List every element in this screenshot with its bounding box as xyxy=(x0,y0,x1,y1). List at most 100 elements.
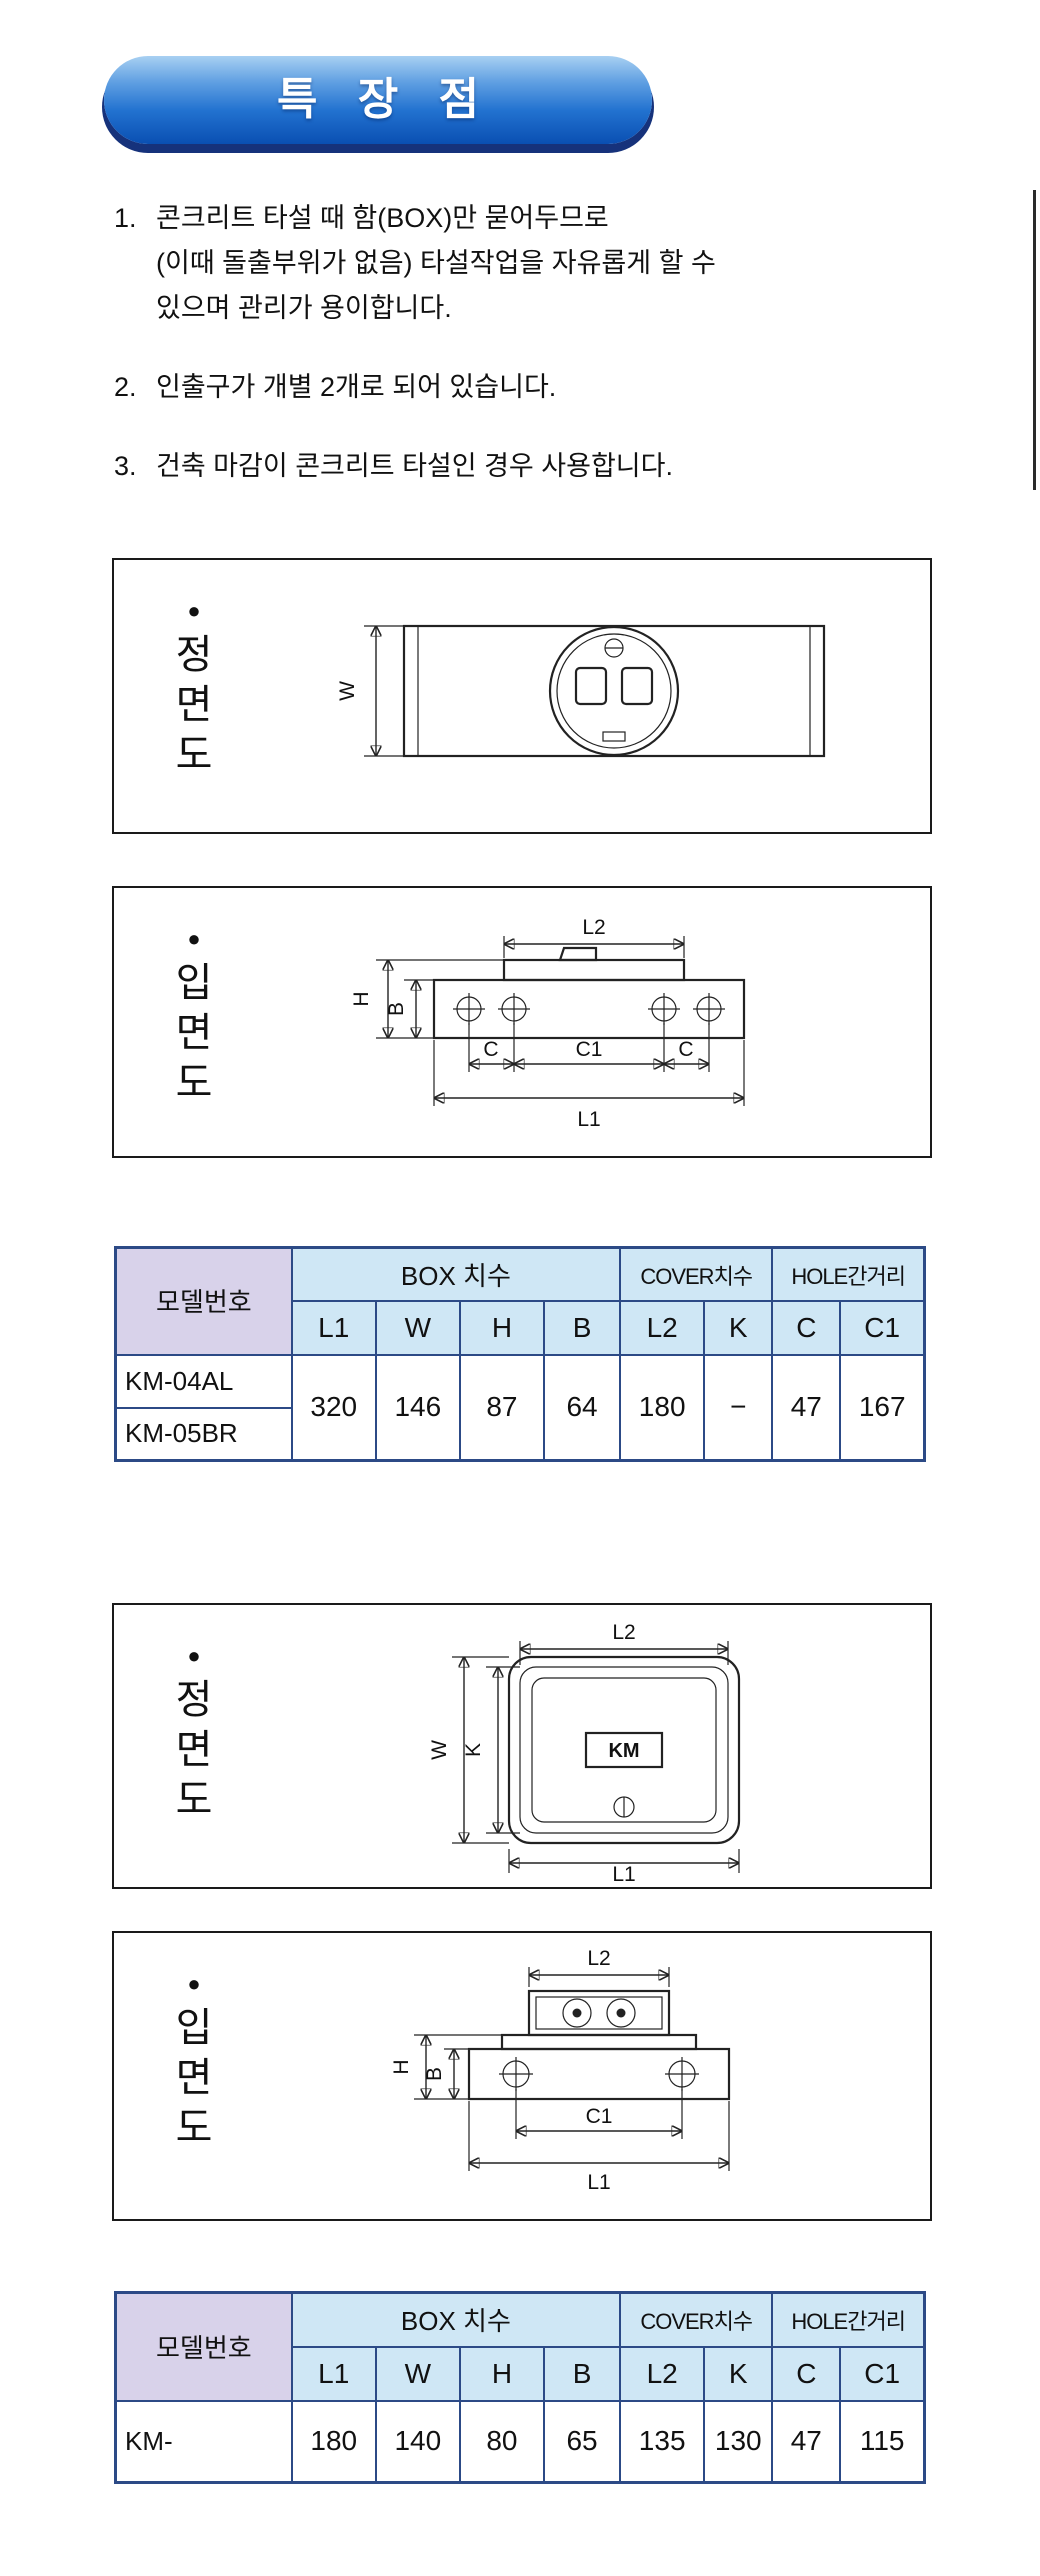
dim-label-c-right: C xyxy=(678,1038,693,1061)
view-label: 정면도 xyxy=(175,1678,213,1822)
spec-table-2: 모델번호 BOX 치수 COVER치수 HOLE간거리 L1 W H B L2 … xyxy=(114,2291,926,2484)
col-header-b: B xyxy=(542,1299,622,1356)
dimension-b: B xyxy=(423,2048,469,2099)
value-l2: 135 xyxy=(619,2399,706,2484)
col-header-b: B xyxy=(542,2345,622,2402)
bullet-icon: ● xyxy=(187,598,201,623)
feature-item-2: 2. 인출구가 개별 2개로 되어 있습니다. xyxy=(114,365,924,410)
dimension-l2: L2 xyxy=(519,1621,729,1665)
hole-dist-header: HOLE간거리 xyxy=(771,1246,926,1302)
value-c1: 115 xyxy=(839,2399,926,2484)
dimension-w: W xyxy=(336,625,404,757)
value-l2: 180 xyxy=(619,1353,706,1462)
feature-line: 콘크리트 타설 때 함(BOX)만 묻어두므로 xyxy=(156,203,609,233)
dimension-l2: L2 xyxy=(528,1947,670,1987)
col-header-c1: C1 xyxy=(839,2345,926,2402)
cover-block xyxy=(527,1989,671,2037)
view-label: 입면도 xyxy=(175,961,213,1105)
front-view-drawing-2: L2 KM W K xyxy=(428,1621,741,1883)
value-l1: 180 xyxy=(290,2399,377,2484)
box-dim-header: BOX 치수 xyxy=(290,2291,622,2348)
elevation-drawing-2: L2 xyxy=(390,1947,731,2194)
value-w: 146 xyxy=(374,1353,461,1462)
view-label-block: ● 정면도 xyxy=(162,600,226,780)
elevation-drawing-1: L2 xyxy=(350,916,746,1131)
feature-line: 건축 마감이 콘크리트 타설인 경우 사용합니다. xyxy=(156,451,673,481)
feature-line: (이때 돌출부위가 없음) 타설작업을 자유롭게 할 수 xyxy=(156,248,716,278)
round-cover-opening xyxy=(548,625,680,757)
brand-mark: KM xyxy=(608,1740,639,1762)
feature-title-label: 특 장 점 xyxy=(277,75,493,124)
dim-label-k: K xyxy=(462,1743,485,1757)
diagram-panel-front-view-1: ● 정면도 xyxy=(112,558,932,834)
feature-number: 2. xyxy=(114,372,137,402)
feature-item-1: 1. 콘크리트 타설 때 함(BOX)만 묻어두므로 (이때 돌출부위가 없음)… xyxy=(114,196,924,331)
cover-plate xyxy=(502,946,686,982)
model-name-cell: KM-05BR xyxy=(114,1406,293,1462)
feature-line: 있으며 관리가 용이합니다. xyxy=(156,293,452,323)
col-header-l1: L1 xyxy=(290,2345,377,2402)
dim-label-w: W xyxy=(336,681,359,701)
value-l1: 320 xyxy=(290,1353,377,1462)
dimension-h: H xyxy=(350,959,504,1039)
features-list: 1. 콘크리트 타설 때 함(BOX)만 묻어두므로 (이때 돌출부위가 없음)… xyxy=(114,196,924,523)
view-label: 정면도 xyxy=(175,633,213,777)
value-h: 87 xyxy=(458,1353,545,1462)
feature-item-3: 3. 건축 마감이 콘크리트 타설인 경우 사용합니다. xyxy=(114,444,924,489)
value-b: 64 xyxy=(542,1353,622,1462)
value-k: − xyxy=(703,1353,774,1462)
dimension-c1: C1 xyxy=(515,2089,683,2139)
feature-line: 인출구가 개별 2개로 되어 있습니다. xyxy=(156,372,557,402)
bullet-icon: ● xyxy=(187,1971,201,1996)
dim-label-c1: C1 xyxy=(576,1038,603,1061)
value-k: 130 xyxy=(703,2399,774,2484)
col-header-c1: C1 xyxy=(839,1299,926,1356)
view-label-block: ● 입면도 xyxy=(162,1973,226,2153)
dim-label-l2: L2 xyxy=(587,1947,610,1970)
dim-label-c-left: C xyxy=(483,1038,498,1061)
box-dim-header: BOX 치수 xyxy=(290,1246,622,1302)
page-edge-line xyxy=(1033,190,1036,490)
col-header-c: C xyxy=(771,2345,842,2402)
dim-label-h: H xyxy=(350,991,373,1006)
hole-dist-header: HOLE간거리 xyxy=(771,2291,926,2348)
col-header-k: K xyxy=(703,2345,774,2402)
dim-label-c1: C1 xyxy=(586,2105,613,2128)
dimension-c-c1-c: C C1 C xyxy=(468,1023,710,1072)
value-c: 47 xyxy=(771,1353,842,1462)
col-header-l1: L1 xyxy=(290,1299,377,1356)
view-label-block: ● 정면도 xyxy=(162,1645,226,1825)
value-w: 140 xyxy=(374,2399,461,2484)
base-plate-and-body xyxy=(467,2033,731,2101)
dim-label-l2: L2 xyxy=(582,916,605,939)
dimension-h: H xyxy=(390,2034,502,2100)
diagram-panel-elevation-1: ● 입면도 L2 xyxy=(112,886,932,1158)
cover-box-outline: KM xyxy=(507,1655,741,1845)
dim-label-w: W xyxy=(428,1740,451,1760)
bullet-icon: ● xyxy=(187,926,201,951)
dimension-l2: L2 xyxy=(503,916,685,958)
col-header-c: C xyxy=(771,1299,842,1356)
model-name-cell: KM- xyxy=(114,2399,293,2484)
value-b: 65 xyxy=(542,2399,622,2484)
bullet-icon: ● xyxy=(187,1643,201,1668)
dimension-b: B xyxy=(385,979,434,1038)
feature-title-badge: 특 장 점 xyxy=(104,56,652,144)
value-c1: 167 xyxy=(839,1353,926,1462)
front-view-drawing-1: W xyxy=(336,624,826,758)
dim-label-b: B xyxy=(423,2067,446,2081)
value-h: 80 xyxy=(458,2399,545,2484)
model-number-header: 모델번호 xyxy=(114,1246,293,1356)
dim-label-l1: L1 xyxy=(587,2171,610,2194)
col-header-k: K xyxy=(703,1299,774,1356)
value-c: 47 xyxy=(771,2399,842,2484)
feature-number: 1. xyxy=(114,203,137,233)
view-label: 입면도 xyxy=(175,2006,213,2150)
diagram-panel-elevation-2: ● 입면도 L2 xyxy=(112,1931,932,2221)
dimension-l1: L1 xyxy=(508,1849,740,1883)
dim-label-l1: L1 xyxy=(612,1863,635,1883)
model-number-header: 모델번호 xyxy=(114,2291,293,2402)
cover-dim-header: COVER치수 xyxy=(619,1246,774,1302)
diagram-panel-front-view-2: ● 정면도 L2 KM xyxy=(112,1603,932,1889)
